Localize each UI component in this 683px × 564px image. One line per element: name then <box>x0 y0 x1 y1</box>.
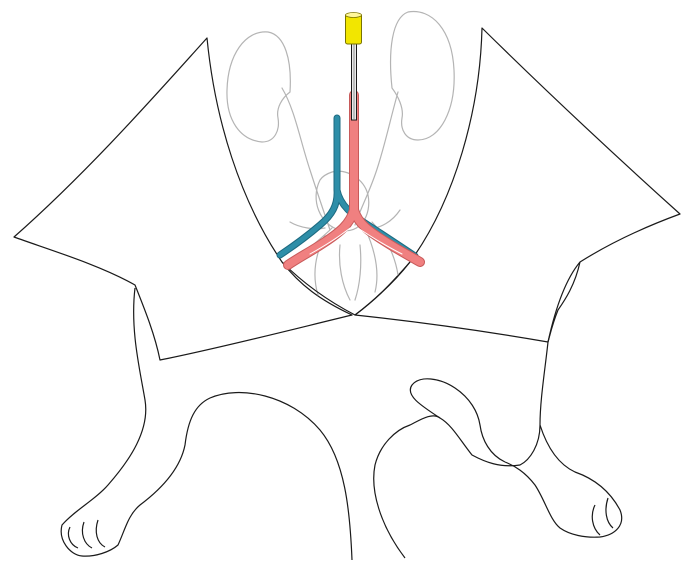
right-hind-leg <box>374 342 548 558</box>
right-ureter <box>355 92 398 225</box>
right-knee-notch <box>410 379 505 462</box>
catheter-tip-cap <box>346 13 362 18</box>
right-paw-toes <box>592 498 613 535</box>
right-paw <box>505 425 622 537</box>
left-ureter <box>282 88 330 230</box>
left-limb-flap <box>14 38 352 360</box>
vessels <box>280 95 420 265</box>
catheter-tip-icon <box>346 14 362 44</box>
right-kidney <box>391 12 455 140</box>
catheter <box>346 13 362 121</box>
right-limb-flap <box>355 28 680 342</box>
left-kidney <box>227 32 290 142</box>
left-paw-toes <box>68 520 105 548</box>
